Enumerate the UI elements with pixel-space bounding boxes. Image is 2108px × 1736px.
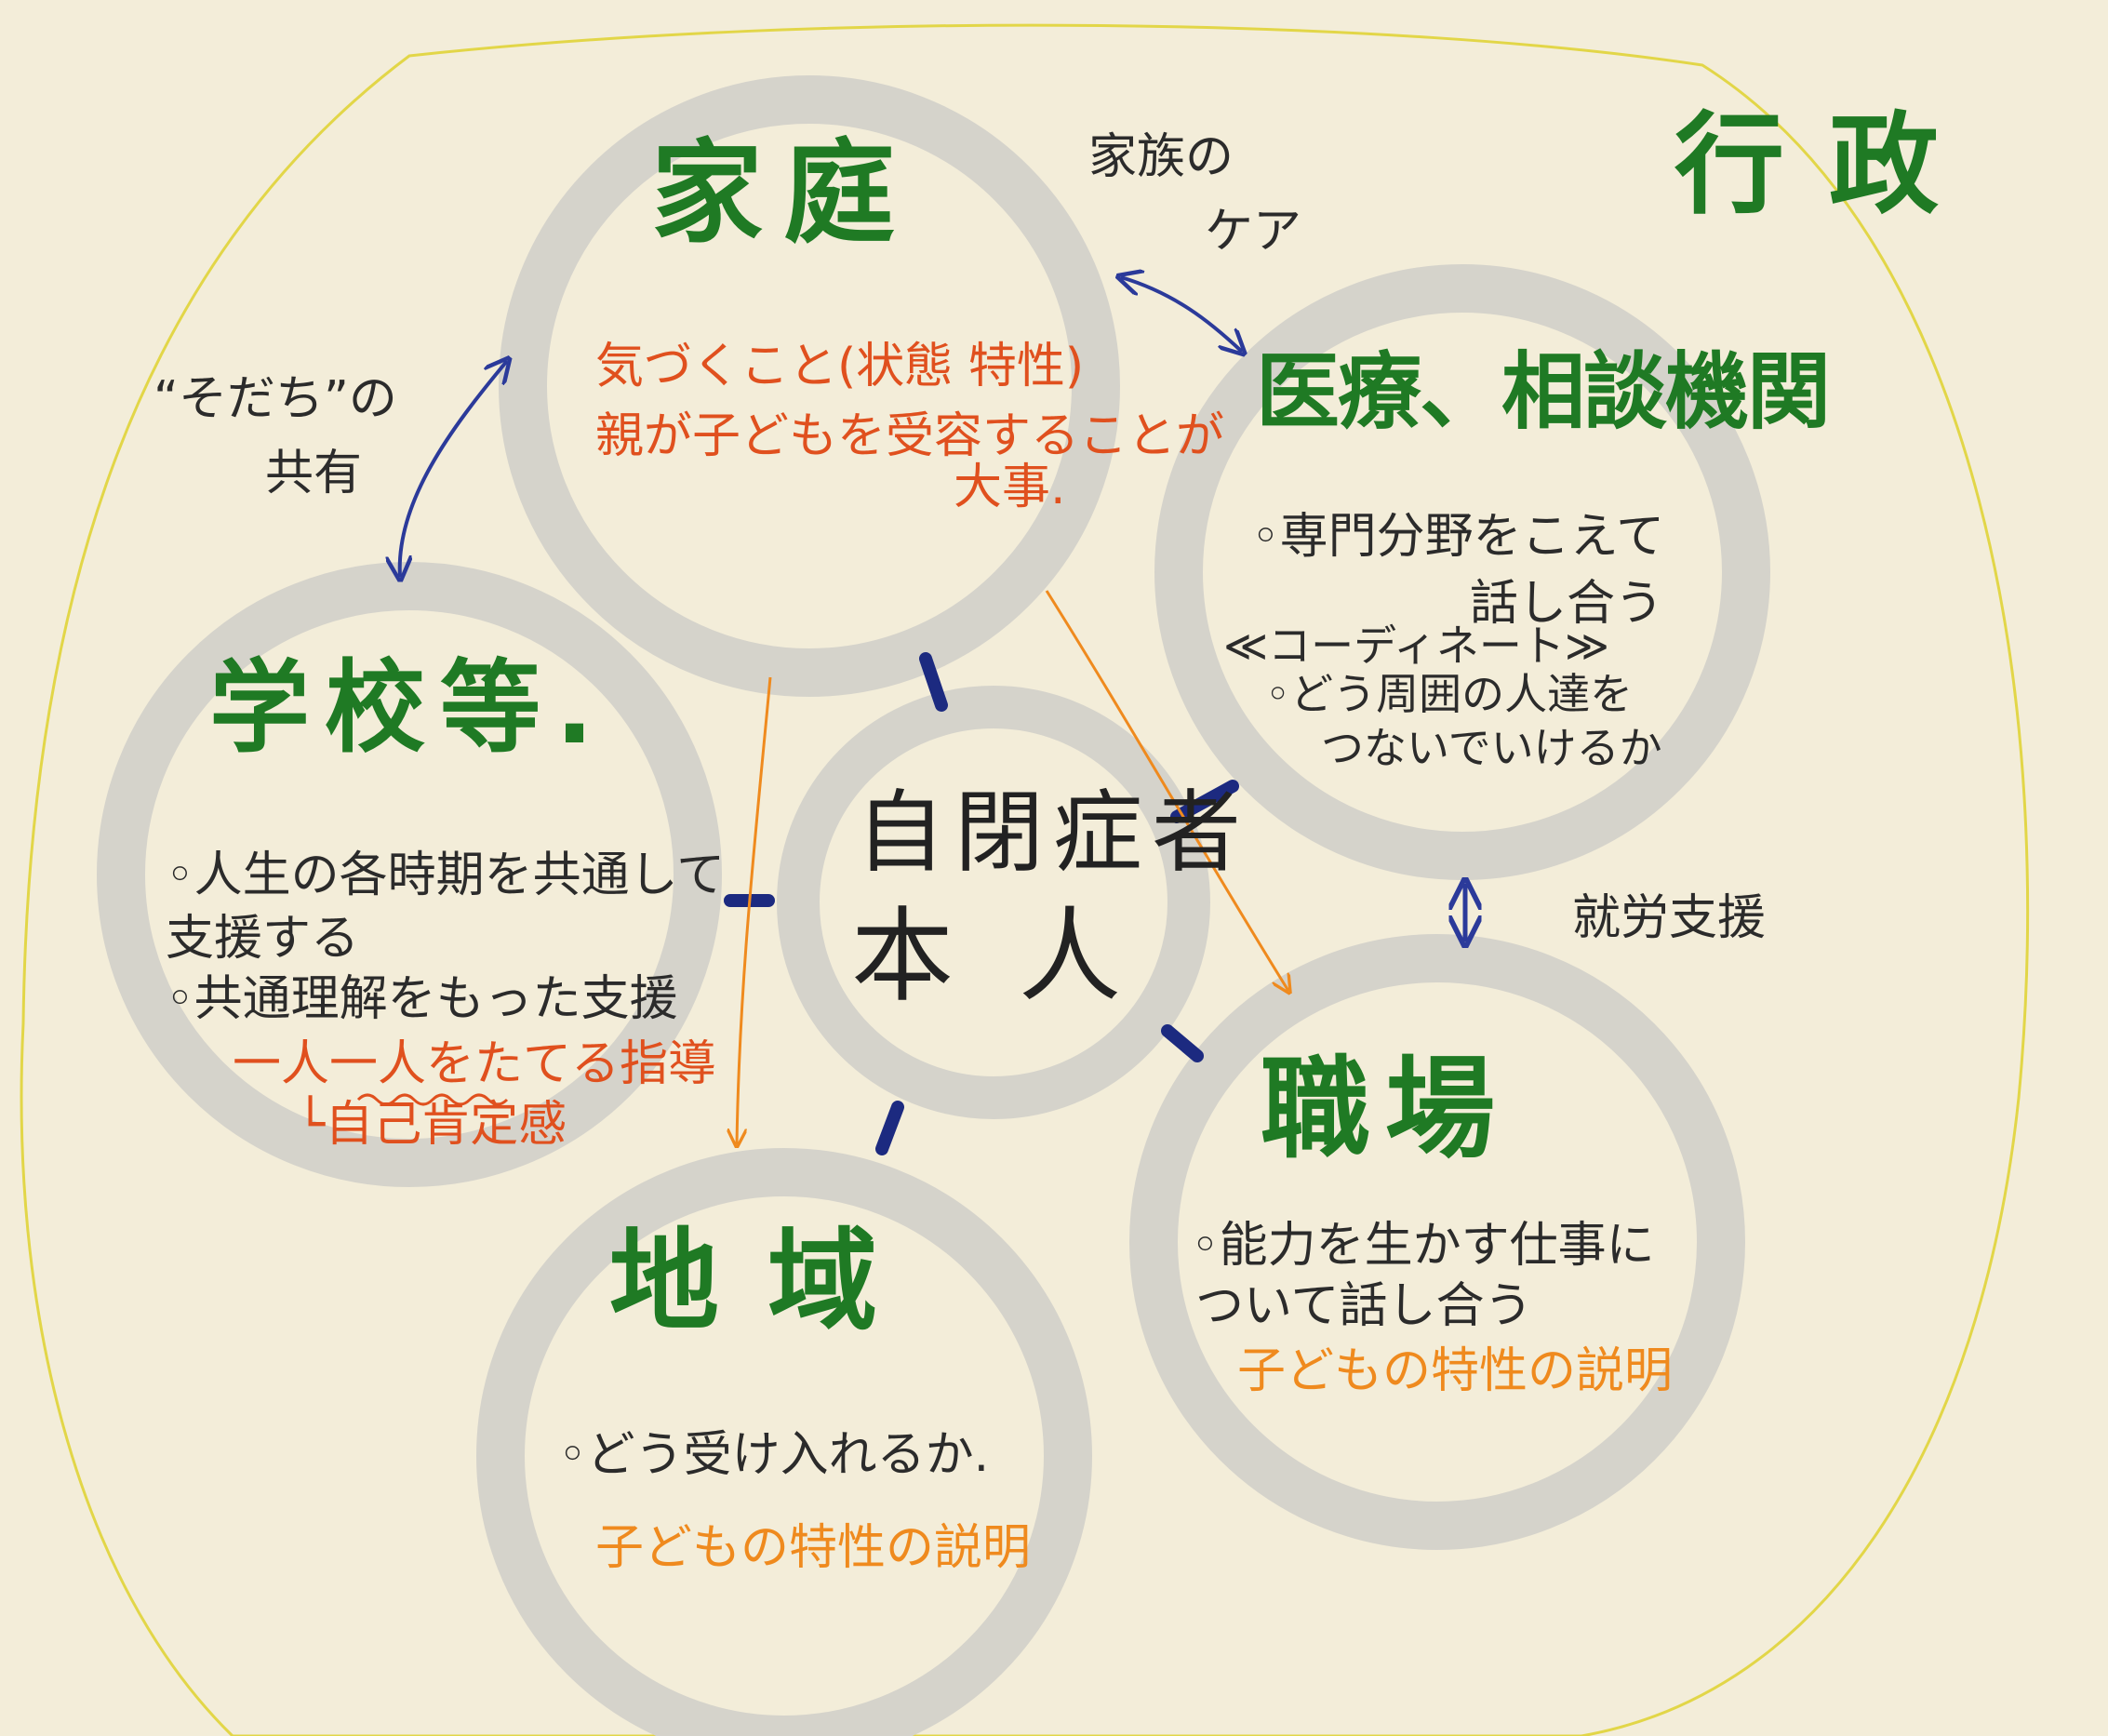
school-note-shared-understanding: ◦共通理解をもった支援 (166, 971, 678, 1027)
medical-note-can-connect: つないでいけるか (1321, 723, 1662, 773)
school-ring (97, 562, 722, 1187)
center-title-person: 本人 (851, 897, 1186, 1016)
government-boundary (20, 23, 2030, 1736)
school-note-self-esteem: └自己肯定感 (296, 1097, 567, 1153)
home-note-awareness: 気づくこと(状態 特性) (595, 339, 1085, 394)
self-esteem-wave (356, 1093, 509, 1106)
medical-note-coordinate: ≪コーディネート≫ (1223, 621, 1610, 671)
workplace-note-use-abilities: ◦能力を生かす仕事に (1191, 1218, 1655, 1274)
growth-share-label-1: “そだち”の (153, 371, 397, 427)
workplace-title: 職場 (1261, 1045, 1511, 1173)
medical-note-beyond-fields: ◦専門分野をこえて (1251, 509, 1665, 565)
school-note-life-stages: ◦人生の各時期を共通して (166, 848, 726, 903)
home-title: 家庭 (651, 129, 915, 259)
school-note-support: 支援する (166, 911, 360, 967)
arrow-home-school (400, 361, 507, 577)
medical-title: 医療、相談機関 (1256, 343, 1831, 441)
arrow-home-community (737, 676, 772, 1144)
community-title: 地域 (609, 1217, 927, 1345)
center-title-autism: 自閉症者 (856, 781, 1250, 885)
medical-note-connect-people: ◦どう周囲の人達を (1265, 669, 1634, 719)
home-note-important: 大事. (954, 460, 1066, 515)
arrow-home-medical (1121, 277, 1242, 352)
connector-medical (1170, 780, 1239, 823)
medical-ring (1154, 264, 1770, 880)
home-note-acceptance: 親が子どもを受容することが (595, 408, 1225, 464)
workplace-ring (1129, 934, 1745, 1550)
growth-share-label-2: 共有 (265, 446, 363, 501)
workplace-note-explain-traits: 子どもの特性の説明 (1237, 1343, 1674, 1399)
medical-note-discuss: 話し合う (1470, 576, 1664, 632)
home-ring (499, 75, 1120, 697)
family-care-label-2: ケア (1205, 204, 1302, 260)
connector-workplace (1161, 1024, 1204, 1062)
arrow-home-workplace (1045, 590, 1288, 991)
connector-community (875, 1101, 904, 1155)
community-note-accept: ◦どう受け入れるか. (558, 1427, 990, 1483)
family-care-label-1: 家族の (1088, 129, 1234, 185)
community-ring (476, 1148, 1092, 1736)
school-note-individual-guidance: 一人一人をたてる指導 (233, 1036, 717, 1092)
connector-home (919, 652, 948, 712)
center-ring (777, 686, 1210, 1119)
government-label: 行政 (1674, 100, 1984, 229)
workplace-note-discuss: ついて話し合う (1195, 1278, 1533, 1334)
school-title: 学校等. (209, 650, 609, 767)
employment-support-label: 就労支援 (1572, 890, 1767, 946)
community-note-explain-traits: 子どもの特性の説明 (595, 1520, 1032, 1576)
